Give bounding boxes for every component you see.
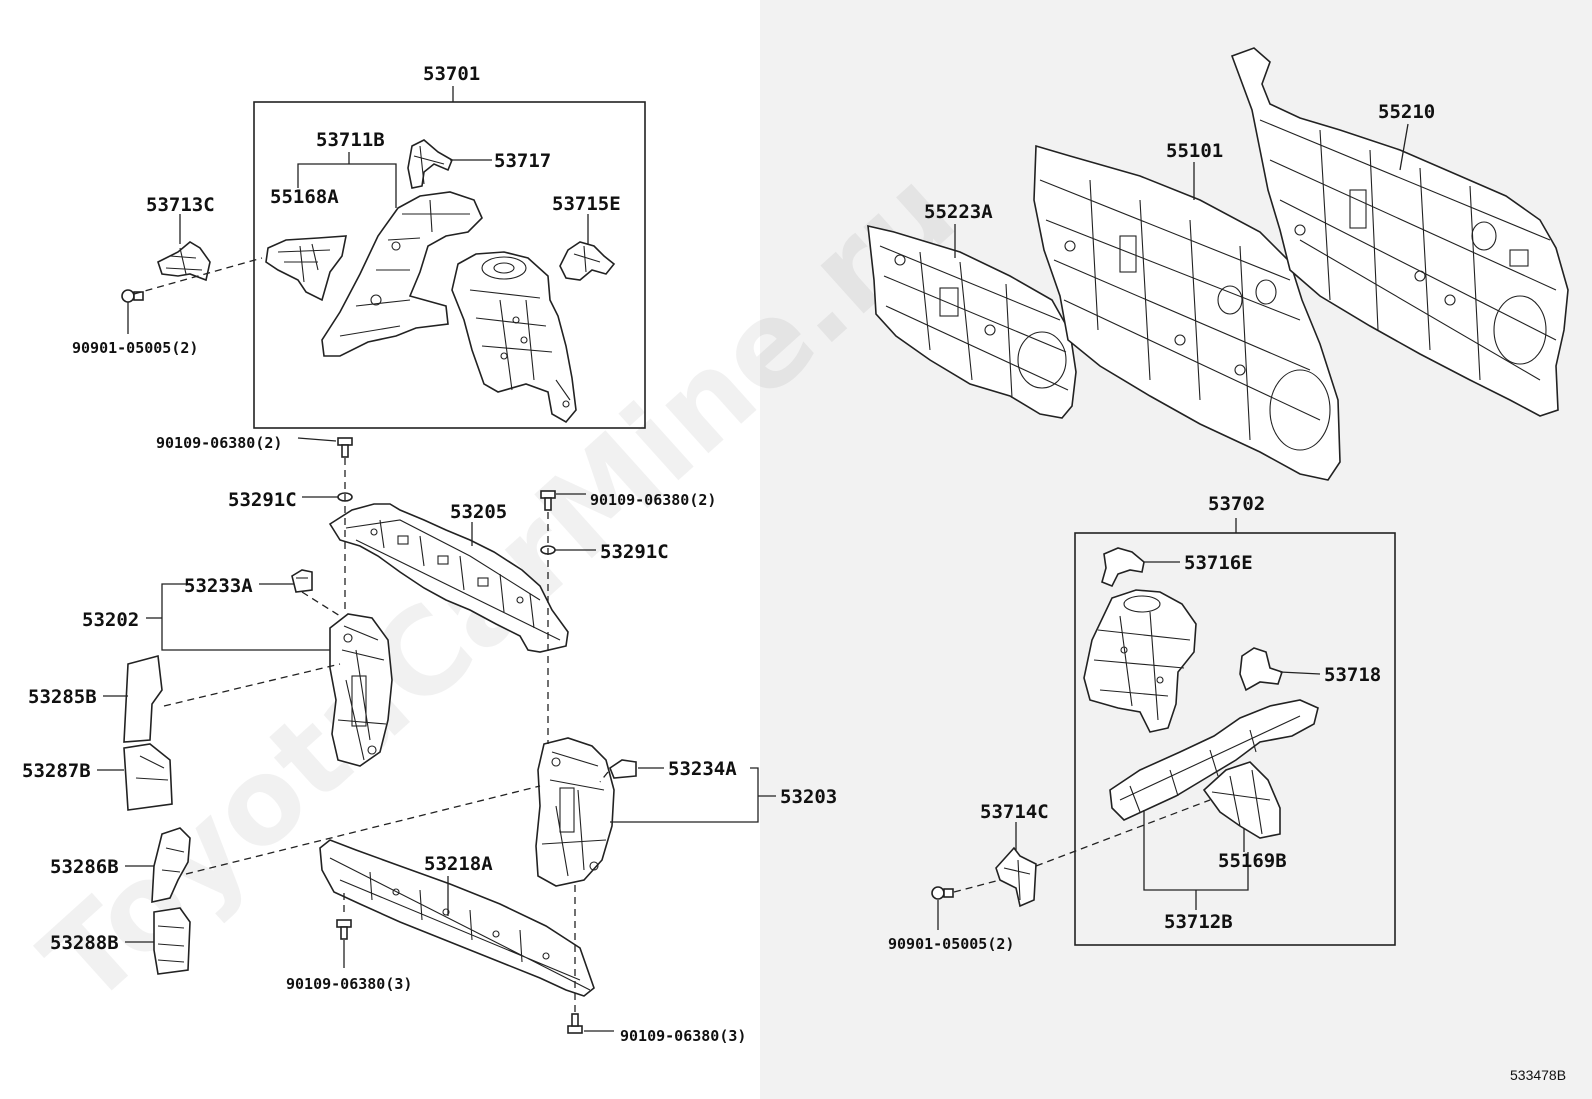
part-53712B xyxy=(1109,699,1319,821)
part-53233A xyxy=(291,569,313,593)
label-55169B: 55169B xyxy=(1218,850,1287,872)
part-90109-bolt-a xyxy=(337,437,353,458)
label-53288B: 53288B xyxy=(50,932,119,954)
label-90109-b: 90109-06380(2) xyxy=(590,491,716,509)
part-90109-bolt-b xyxy=(540,490,556,511)
label-55101: 55101 xyxy=(1166,140,1223,162)
label-53291C-b: 53291C xyxy=(600,541,669,563)
part-90109-bolt-d xyxy=(567,1013,583,1034)
part-53218A-lower-support xyxy=(319,839,595,997)
part-labels: 53701 53711B 53717 55168A 53715E 53713C … xyxy=(22,63,1566,1083)
label-90109-c: 90109-06380(3) xyxy=(286,975,412,993)
label-55223A: 55223A xyxy=(924,201,993,223)
label-90109-d: 90109-06380(3) xyxy=(620,1027,746,1045)
diagram-code: 533478B xyxy=(1510,1067,1566,1083)
part-53288B xyxy=(153,907,191,975)
part-53286B xyxy=(151,827,191,904)
part-55223A-insulator xyxy=(867,224,1077,419)
part-55169B xyxy=(1202,761,1281,839)
label-53711B: 53711B xyxy=(316,129,385,151)
part-53287B xyxy=(123,743,173,811)
part-53205-upper-support xyxy=(328,503,569,653)
label-53717: 53717 xyxy=(494,150,551,172)
label-53205: 53205 xyxy=(450,501,507,523)
label-53701: 53701 xyxy=(423,63,480,85)
group-box-53701 xyxy=(253,101,646,429)
label-53287B: 53287B xyxy=(22,760,91,782)
label-53716E: 53716E xyxy=(1184,552,1253,574)
label-55210: 55210 xyxy=(1378,101,1435,123)
part-apron-center xyxy=(451,251,577,424)
part-53714C xyxy=(995,846,1037,908)
label-90109-a: 90109-06380(2) xyxy=(156,434,282,452)
label-53218A: 53218A xyxy=(424,853,493,875)
part-53285B xyxy=(123,654,163,743)
label-90901-left: 90901-05005(2) xyxy=(72,339,198,357)
label-53714C: 53714C xyxy=(980,801,1049,823)
label-53285B: 53285B xyxy=(28,686,97,708)
part-apron-right xyxy=(1083,589,1197,733)
part-53203-side-right xyxy=(535,737,615,887)
part-53715E xyxy=(559,241,616,281)
label-53291C-a: 53291C xyxy=(228,489,297,511)
part-53202-side-left xyxy=(329,613,393,767)
part-90109-bolt-c xyxy=(336,919,352,940)
part-90901-bolt-right xyxy=(931,886,954,900)
group-box-53702 xyxy=(1074,532,1396,946)
leader-lines xyxy=(97,86,1409,1032)
part-53711B xyxy=(321,191,483,357)
part-53234A xyxy=(609,759,637,779)
dashed-assembly-lines xyxy=(133,257,1211,1012)
part-53718 xyxy=(1239,647,1284,692)
label-53713C: 53713C xyxy=(146,194,215,216)
part-90901-bolt-left xyxy=(121,289,144,303)
part-53717 xyxy=(407,139,454,189)
label-53202: 53202 xyxy=(82,609,139,631)
label-53702: 53702 xyxy=(1208,493,1265,515)
label-53718: 53718 xyxy=(1324,664,1381,686)
label-55168A: 55168A xyxy=(270,186,339,208)
label-53234A: 53234A xyxy=(668,758,737,780)
part-53716E xyxy=(1101,547,1145,588)
part-55210-dash-insulator xyxy=(1230,47,1569,417)
part-53713C-bracket xyxy=(157,241,211,282)
label-53203: 53203 xyxy=(780,786,837,808)
part-55168A xyxy=(265,235,347,302)
label-53286B: 53286B xyxy=(50,856,119,878)
label-53715E: 53715E xyxy=(552,193,621,215)
part-55101-dash-panel xyxy=(1033,144,1341,481)
label-53233A: 53233A xyxy=(184,575,253,597)
label-53712B: 53712B xyxy=(1164,911,1233,933)
label-90901-right: 90901-05005(2) xyxy=(888,935,1014,953)
